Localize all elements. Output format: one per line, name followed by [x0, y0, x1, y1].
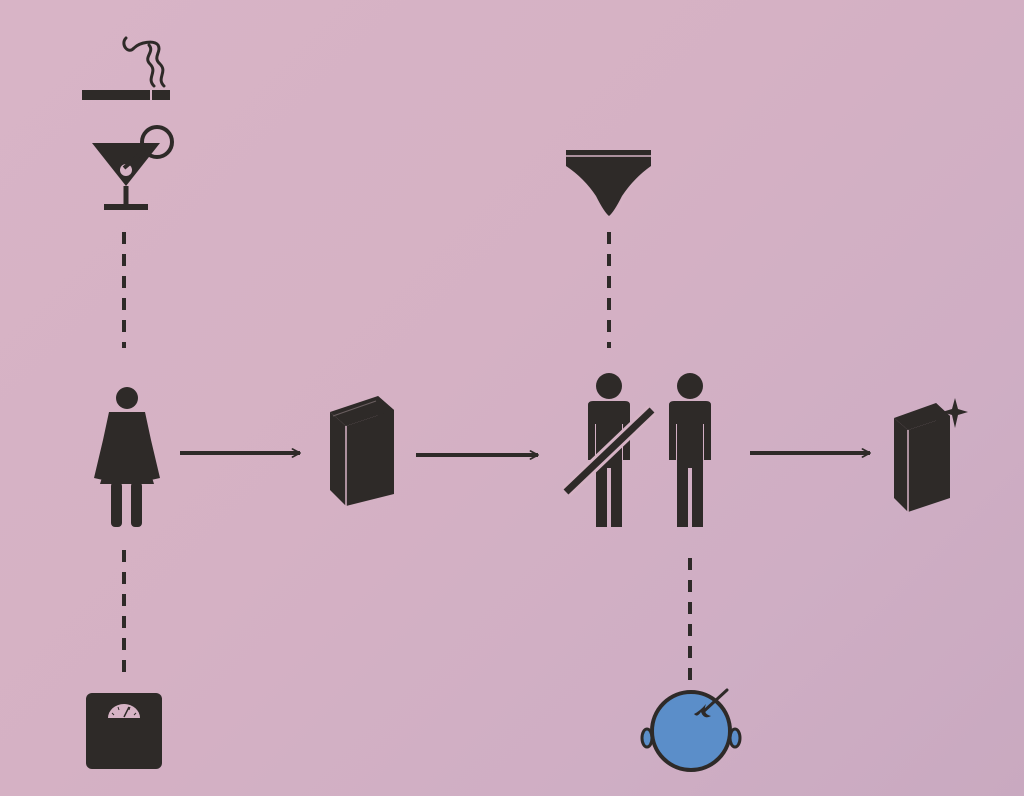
underwear-icon: [566, 150, 651, 216]
strike-line: [563, 407, 655, 495]
woman-icon: [94, 387, 160, 527]
cigarette-icon: [82, 36, 170, 100]
sparkling-book-icon: [894, 398, 968, 512]
balding-head-icon: [640, 688, 742, 772]
cocktail-icon: [92, 125, 174, 210]
bathroom-scale-icon: [86, 693, 162, 769]
sparkle-icon: [942, 398, 968, 428]
two-men-icon: [561, 373, 711, 527]
book-icon: [330, 396, 394, 506]
man-icon: [669, 373, 711, 527]
